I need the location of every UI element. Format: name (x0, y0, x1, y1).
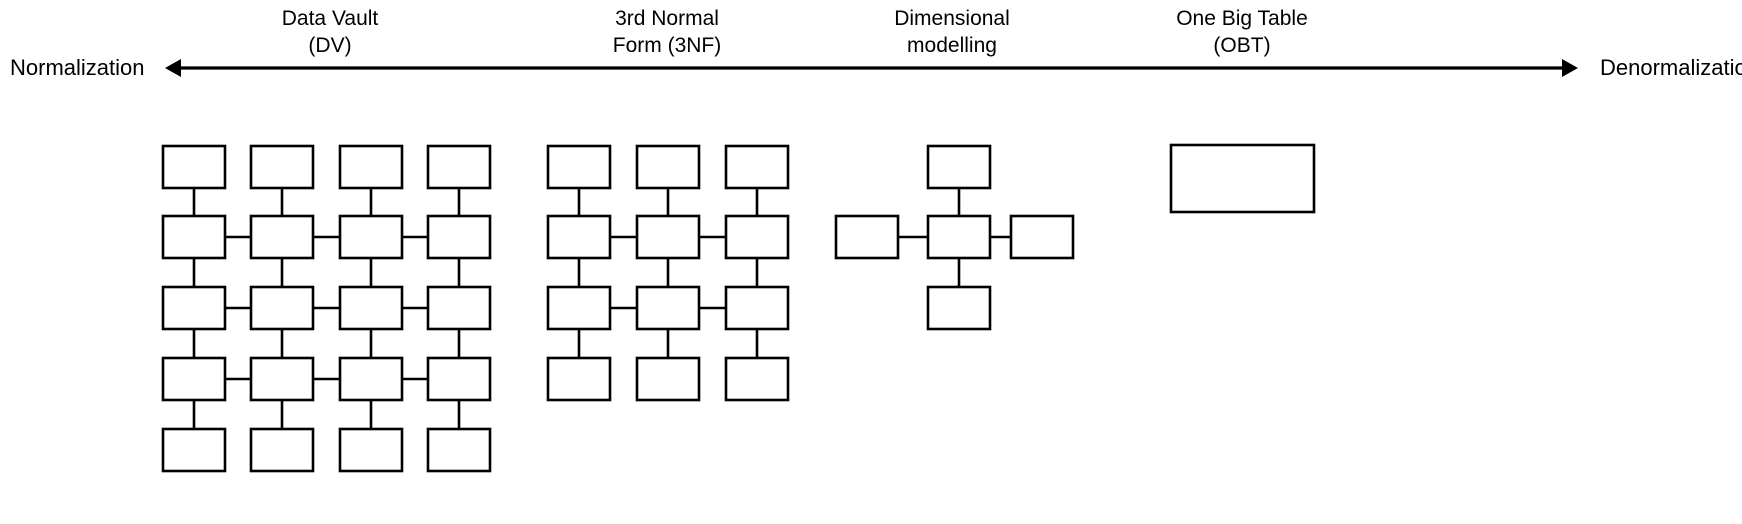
entity-grid-data-vault (161, 144, 492, 473)
entity-box (724, 214, 790, 260)
entity-star-dimensional-modelling (834, 144, 1075, 331)
entity-box-dimension (926, 144, 992, 190)
entity-box (546, 144, 612, 190)
section-title-third-normal-form: 3rd Normal Form (3NF) (612, 7, 722, 57)
entity-box (426, 356, 492, 402)
entity-box (249, 285, 315, 331)
entity-box-fact (926, 214, 992, 260)
entity-box (338, 285, 404, 331)
entity-box (249, 144, 315, 190)
entity-box (546, 356, 612, 402)
axis-arrowhead-right (1562, 59, 1578, 77)
entity-box-dimension (834, 214, 900, 260)
entity-box (635, 285, 701, 331)
entity-box (724, 285, 790, 331)
entity-box (161, 356, 227, 402)
entity-box (161, 285, 227, 331)
section-title-data-vault: Data Vault (DV) (281, 7, 379, 57)
entity-box-one-big-table (1169, 143, 1316, 214)
section-title-one-big-table: One Big Table (OBT) (1176, 7, 1308, 57)
entity-box-one-big-table (1169, 143, 1316, 214)
entity-box (546, 214, 612, 260)
axis-right-label: Denormalization (1600, 55, 1742, 80)
section-title-dimensional-modelling: Dimensional modelling (894, 7, 1010, 57)
normalization-axis (165, 59, 1578, 77)
entity-box (249, 356, 315, 402)
entity-box (338, 144, 404, 190)
entity-box (338, 214, 404, 260)
entity-box (724, 144, 790, 190)
entity-box (249, 427, 315, 473)
entity-box (724, 356, 790, 402)
entity-box (426, 144, 492, 190)
entity-box (546, 285, 612, 331)
entity-box (161, 144, 227, 190)
axis-arrowhead-left (165, 59, 181, 77)
entity-box (426, 214, 492, 260)
entity-box (338, 356, 404, 402)
axis-left-label: Normalization (10, 55, 145, 80)
entity-box-dimension (926, 285, 992, 331)
entity-box (161, 427, 227, 473)
entity-box (426, 427, 492, 473)
entity-box (426, 285, 492, 331)
entity-box (635, 144, 701, 190)
entity-box-dimension (1009, 214, 1075, 260)
entity-box (338, 427, 404, 473)
entity-box (161, 214, 227, 260)
entity-grid-third-normal-form (546, 144, 790, 402)
entity-box (249, 214, 315, 260)
entity-box (635, 214, 701, 260)
entity-box (635, 356, 701, 402)
